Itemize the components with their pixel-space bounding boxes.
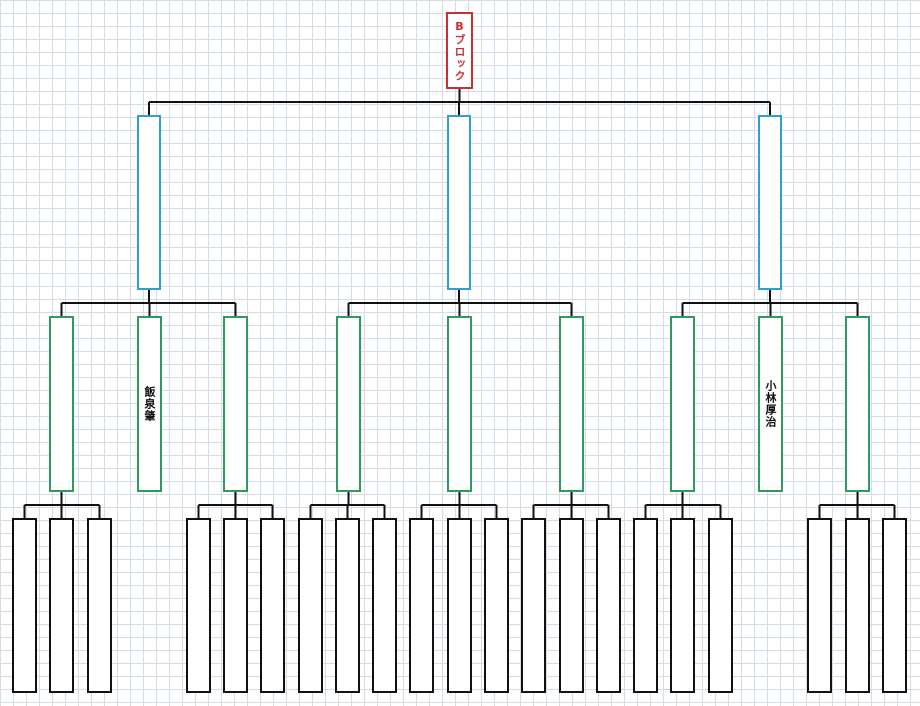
- round1-slot[interactable]: [137, 115, 161, 290]
- entry-slot[interactable]: [670, 518, 695, 693]
- entry-slot[interactable]: [12, 518, 37, 693]
- player-name: 小林厚治: [764, 380, 777, 428]
- entry-slot[interactable]: [409, 518, 434, 693]
- entry-slot[interactable]: [708, 518, 733, 693]
- round2-slot[interactable]: 小林厚治: [758, 316, 783, 492]
- entry-slot[interactable]: [260, 518, 285, 693]
- entry-slot[interactable]: [49, 518, 74, 693]
- entry-slot[interactable]: [186, 518, 211, 693]
- round2-slot[interactable]: [49, 316, 74, 492]
- round1-slot[interactable]: [447, 115, 471, 290]
- round2-slot[interactable]: 飯泉肇: [137, 316, 162, 492]
- entry-slot[interactable]: [447, 518, 472, 693]
- round1-slot[interactable]: [758, 115, 782, 290]
- entry-slot[interactable]: [633, 518, 658, 693]
- round2-slot[interactable]: [670, 316, 695, 492]
- entry-slot[interactable]: [87, 518, 112, 693]
- entry-slot[interactable]: [559, 518, 584, 693]
- entry-slot[interactable]: [596, 518, 621, 693]
- entry-slot[interactable]: [298, 518, 323, 693]
- entry-slot[interactable]: [521, 518, 546, 693]
- block-title-box[interactable]: Bブロック: [446, 12, 473, 89]
- entry-slot[interactable]: [335, 518, 360, 693]
- entry-slot[interactable]: [223, 518, 248, 693]
- round2-slot[interactable]: [223, 316, 248, 492]
- entry-slot[interactable]: [845, 518, 870, 693]
- entry-slot[interactable]: [807, 518, 832, 693]
- player-name: 飯泉肇: [143, 386, 156, 422]
- entry-slot[interactable]: [484, 518, 509, 693]
- entry-slot[interactable]: [372, 518, 397, 693]
- round2-slot[interactable]: [447, 316, 472, 492]
- player-name: Bブロック: [453, 19, 466, 82]
- round2-slot[interactable]: [336, 316, 361, 492]
- round2-slot[interactable]: [845, 316, 870, 492]
- entry-slot[interactable]: [882, 518, 907, 693]
- round2-slot[interactable]: [559, 316, 584, 492]
